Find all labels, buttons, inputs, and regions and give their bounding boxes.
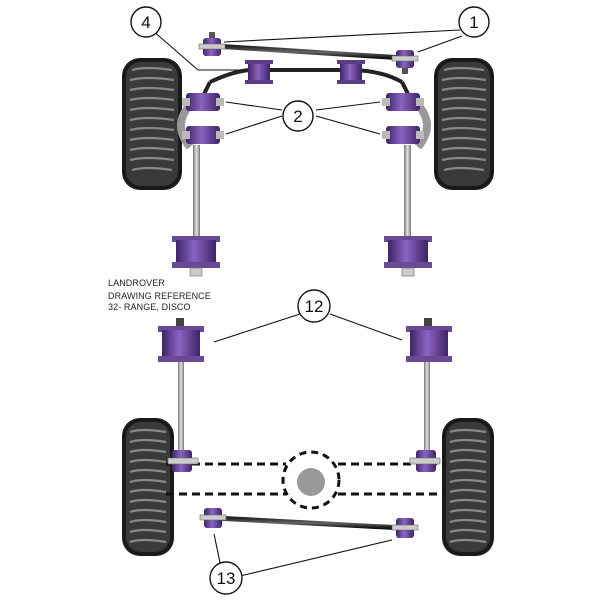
- callout-1: 1: [458, 6, 490, 38]
- rear-left-trailing-arm-rod: [178, 362, 184, 450]
- radius-arm-bush-left-upper: [182, 93, 224, 111]
- anti-roll-bar-bush-left: [245, 60, 273, 84]
- callout-13: 13: [209, 561, 243, 595]
- front-right-hub-arc: [414, 102, 431, 150]
- rear-axle-bush-right: [409, 450, 441, 472]
- reference-make: LANDROVER: [108, 278, 165, 288]
- callout-leaders: [151, 29, 463, 577]
- rear-trailing-arm-bush-left: [158, 318, 204, 362]
- rear-trailing-arm-bush-right: [406, 318, 452, 362]
- radius-arm-bush-right-upper: [382, 93, 424, 111]
- anti-roll-bar: [209, 67, 403, 84]
- svg-text:13: 13: [217, 569, 236, 588]
- anti-roll-bar-drop-link-left: [202, 81, 212, 95]
- callout-2: 2: [282, 100, 314, 132]
- rear-panhard-bush-left: [199, 508, 227, 528]
- left-radius-arm-rod: [193, 145, 200, 245]
- radius-arm-bush-left-lower: [182, 126, 224, 144]
- reference-title: DRAWING REFERENCE: [108, 291, 211, 301]
- rear-right-tyre: [442, 418, 494, 556]
- rear-axle-bush-left: [167, 450, 199, 472]
- panhard-bush-right: [391, 50, 419, 74]
- rear-panhard-bush-right: [391, 518, 419, 538]
- right-radius-arm-rod: [404, 145, 411, 245]
- reference-models: 32- RANGE, DISCO: [108, 302, 191, 312]
- radius-arm-bush-right-lower: [382, 126, 424, 144]
- rear-left-tyre: [122, 418, 174, 556]
- radius-arm-chassis-bush-left: [172, 236, 220, 277]
- panhard-bush-left: [198, 32, 226, 56]
- front-right-tyre: [434, 58, 494, 190]
- anti-roll-bar-drop-link-right: [400, 81, 410, 95]
- callout-12: 12: [297, 289, 331, 323]
- svg-text:1: 1: [469, 13, 478, 32]
- front-panhard-rod: [213, 43, 405, 61]
- svg-text:2: 2: [293, 107, 302, 126]
- svg-text:12: 12: [305, 297, 324, 316]
- radius-arm-chassis-bush-right: [384, 236, 432, 277]
- rear-panhard-rod: [213, 515, 405, 531]
- front-left-tyre: [122, 58, 182, 190]
- rear-right-trailing-arm-rod: [424, 362, 430, 450]
- svg-text:4: 4: [141, 13, 150, 32]
- anti-roll-bar-bush-right: [337, 60, 365, 84]
- differential: [281, 450, 341, 510]
- callout-4: 4: [130, 6, 162, 38]
